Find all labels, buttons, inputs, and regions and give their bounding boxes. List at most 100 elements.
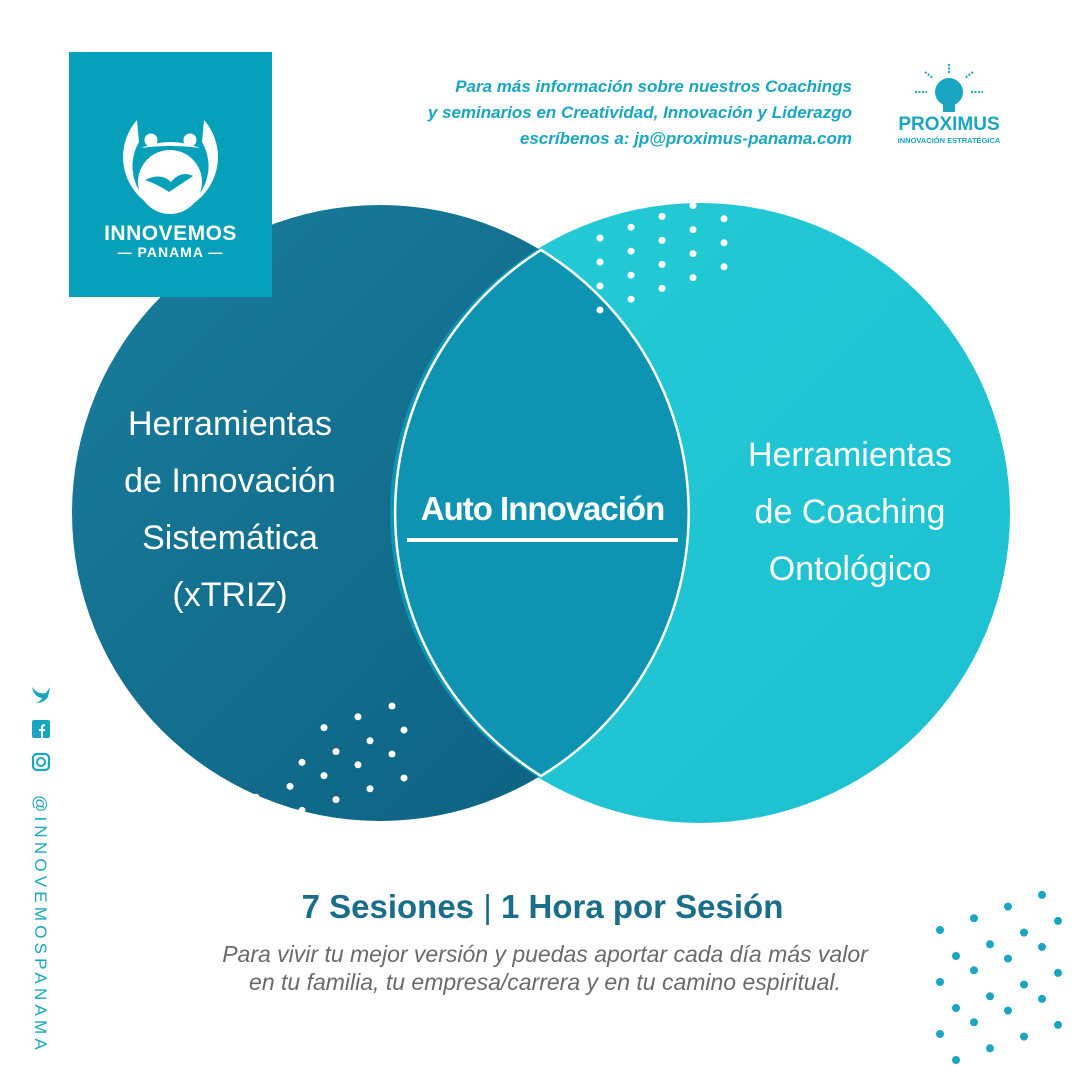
dot bbox=[264, 817, 272, 825]
venn-left-line: Sistemática bbox=[142, 519, 318, 557]
dot bbox=[689, 202, 697, 210]
dot bbox=[320, 724, 328, 732]
dot bbox=[596, 282, 604, 290]
decorative-dots bbox=[230, 191, 1062, 1064]
dot bbox=[689, 250, 697, 258]
session-count: 7 Sesiones bbox=[301, 888, 475, 925]
dot bbox=[627, 295, 635, 303]
dot bbox=[320, 772, 328, 780]
dot bbox=[1038, 994, 1046, 1003]
venn-right-line: Ontológico bbox=[768, 550, 932, 588]
dot bbox=[658, 284, 666, 292]
dot bbox=[720, 263, 728, 271]
tagline-line: en tu familia, tu empresa/carrera y en t… bbox=[249, 969, 841, 995]
dot bbox=[354, 761, 362, 769]
venn-overlap-outline bbox=[393, 248, 690, 778]
info-line-email[interactable]: escríbenos a: jp@proximus-panama.com bbox=[519, 129, 852, 148]
dot bbox=[1020, 1032, 1028, 1041]
dot bbox=[1004, 1006, 1012, 1015]
dot bbox=[298, 758, 306, 766]
dot bbox=[332, 796, 340, 804]
venn-left-line: (xTRIZ) bbox=[172, 576, 288, 614]
venn-right-line: de Coaching bbox=[754, 493, 946, 531]
venn-left-line: de Innovación bbox=[124, 462, 336, 500]
info-line: y seminarios en Creatividad, Innovación … bbox=[427, 103, 852, 122]
dot bbox=[400, 774, 408, 782]
dot bbox=[366, 785, 374, 793]
dot bbox=[1004, 902, 1012, 911]
dot bbox=[596, 258, 604, 266]
dot bbox=[388, 750, 396, 758]
lightbulb-icon bbox=[915, 64, 983, 112]
dot bbox=[596, 234, 604, 242]
session-duration: 1 Hora por Sesión bbox=[500, 888, 784, 925]
dot bbox=[970, 966, 978, 975]
dot bbox=[332, 748, 340, 756]
dot bbox=[1038, 890, 1046, 899]
dot bbox=[970, 1018, 978, 1027]
dot bbox=[252, 793, 260, 801]
logo-emblem-icon bbox=[123, 120, 218, 214]
dot bbox=[720, 215, 728, 223]
dot bbox=[986, 992, 994, 1001]
separator: | bbox=[483, 888, 492, 925]
dot bbox=[354, 713, 362, 721]
dot bbox=[286, 782, 294, 790]
instagram-icon[interactable] bbox=[30, 751, 52, 773]
dot bbox=[936, 926, 944, 934]
dot bbox=[970, 914, 978, 923]
dot bbox=[1054, 968, 1062, 977]
dot bbox=[658, 260, 666, 268]
info-line: Para más información sobre nuestros Coac… bbox=[455, 77, 852, 96]
tagline-line: Para vivir tu mejor versión y puedas apo… bbox=[222, 941, 868, 967]
sessions-heading: 7 Sesiones | 1 Hora por Sesión bbox=[0, 888, 1080, 926]
venn-center-label: Auto Innovación bbox=[420, 490, 666, 527]
dot bbox=[689, 226, 697, 234]
dot bbox=[689, 274, 697, 282]
dot bbox=[986, 940, 994, 949]
venn-overlap bbox=[390, 205, 688, 821]
dot bbox=[627, 223, 635, 231]
proximus-tagline: INNOVACIÓN ESTRATÉGICA bbox=[897, 136, 1001, 145]
innovemos-panama-logo: INNOVEMOS — PANAMA — bbox=[69, 52, 272, 297]
dot bbox=[720, 191, 728, 199]
logo-subtitle-text: PANAMA bbox=[137, 244, 204, 260]
twitter-icon[interactable] bbox=[30, 683, 52, 705]
proximus-name: PROXIMUS bbox=[898, 114, 1000, 135]
proximus-logo: PROXIMUS INNOVACIÓN ESTRATÉGICA bbox=[885, 62, 1015, 152]
logo-subtitle: — PANAMA — bbox=[117, 244, 224, 260]
dot bbox=[986, 1044, 994, 1053]
dot bbox=[952, 1056, 960, 1064]
dot bbox=[627, 271, 635, 279]
logo-title: INNOVEMOS bbox=[104, 222, 237, 245]
facebook-icon[interactable] bbox=[30, 718, 52, 740]
dot bbox=[658, 236, 666, 244]
dot bbox=[298, 806, 306, 814]
dot bbox=[1054, 1020, 1062, 1029]
dot bbox=[388, 702, 396, 710]
dot bbox=[230, 828, 238, 836]
dot bbox=[400, 726, 408, 734]
contact-info: Para más información sobre nuestros Coac… bbox=[428, 74, 852, 152]
dot bbox=[952, 1004, 960, 1012]
dot bbox=[366, 737, 374, 745]
dot bbox=[1020, 928, 1028, 937]
dot bbox=[1054, 916, 1062, 925]
social-handle[interactable]: @INNOVEMOSPANAMA bbox=[31, 795, 50, 1054]
dot bbox=[596, 306, 604, 314]
dot bbox=[936, 978, 944, 986]
venn-right-line: Herramientas bbox=[747, 436, 953, 474]
dot bbox=[658, 212, 666, 220]
venn-left-label: Herramientas de Innovación Sistemática (… bbox=[90, 396, 370, 624]
venn-left-line: Herramientas bbox=[127, 405, 333, 443]
venn-right-label: Herramientas de Coaching Ontológico bbox=[700, 427, 1000, 598]
tagline: Para vivir tu mejor versión y puedas apo… bbox=[120, 940, 970, 996]
dot bbox=[952, 952, 960, 960]
dot bbox=[627, 247, 635, 255]
center-underline bbox=[407, 538, 678, 542]
dot bbox=[1004, 954, 1012, 963]
dot bbox=[1020, 980, 1028, 989]
dot bbox=[1038, 942, 1046, 951]
dot bbox=[936, 1030, 944, 1038]
